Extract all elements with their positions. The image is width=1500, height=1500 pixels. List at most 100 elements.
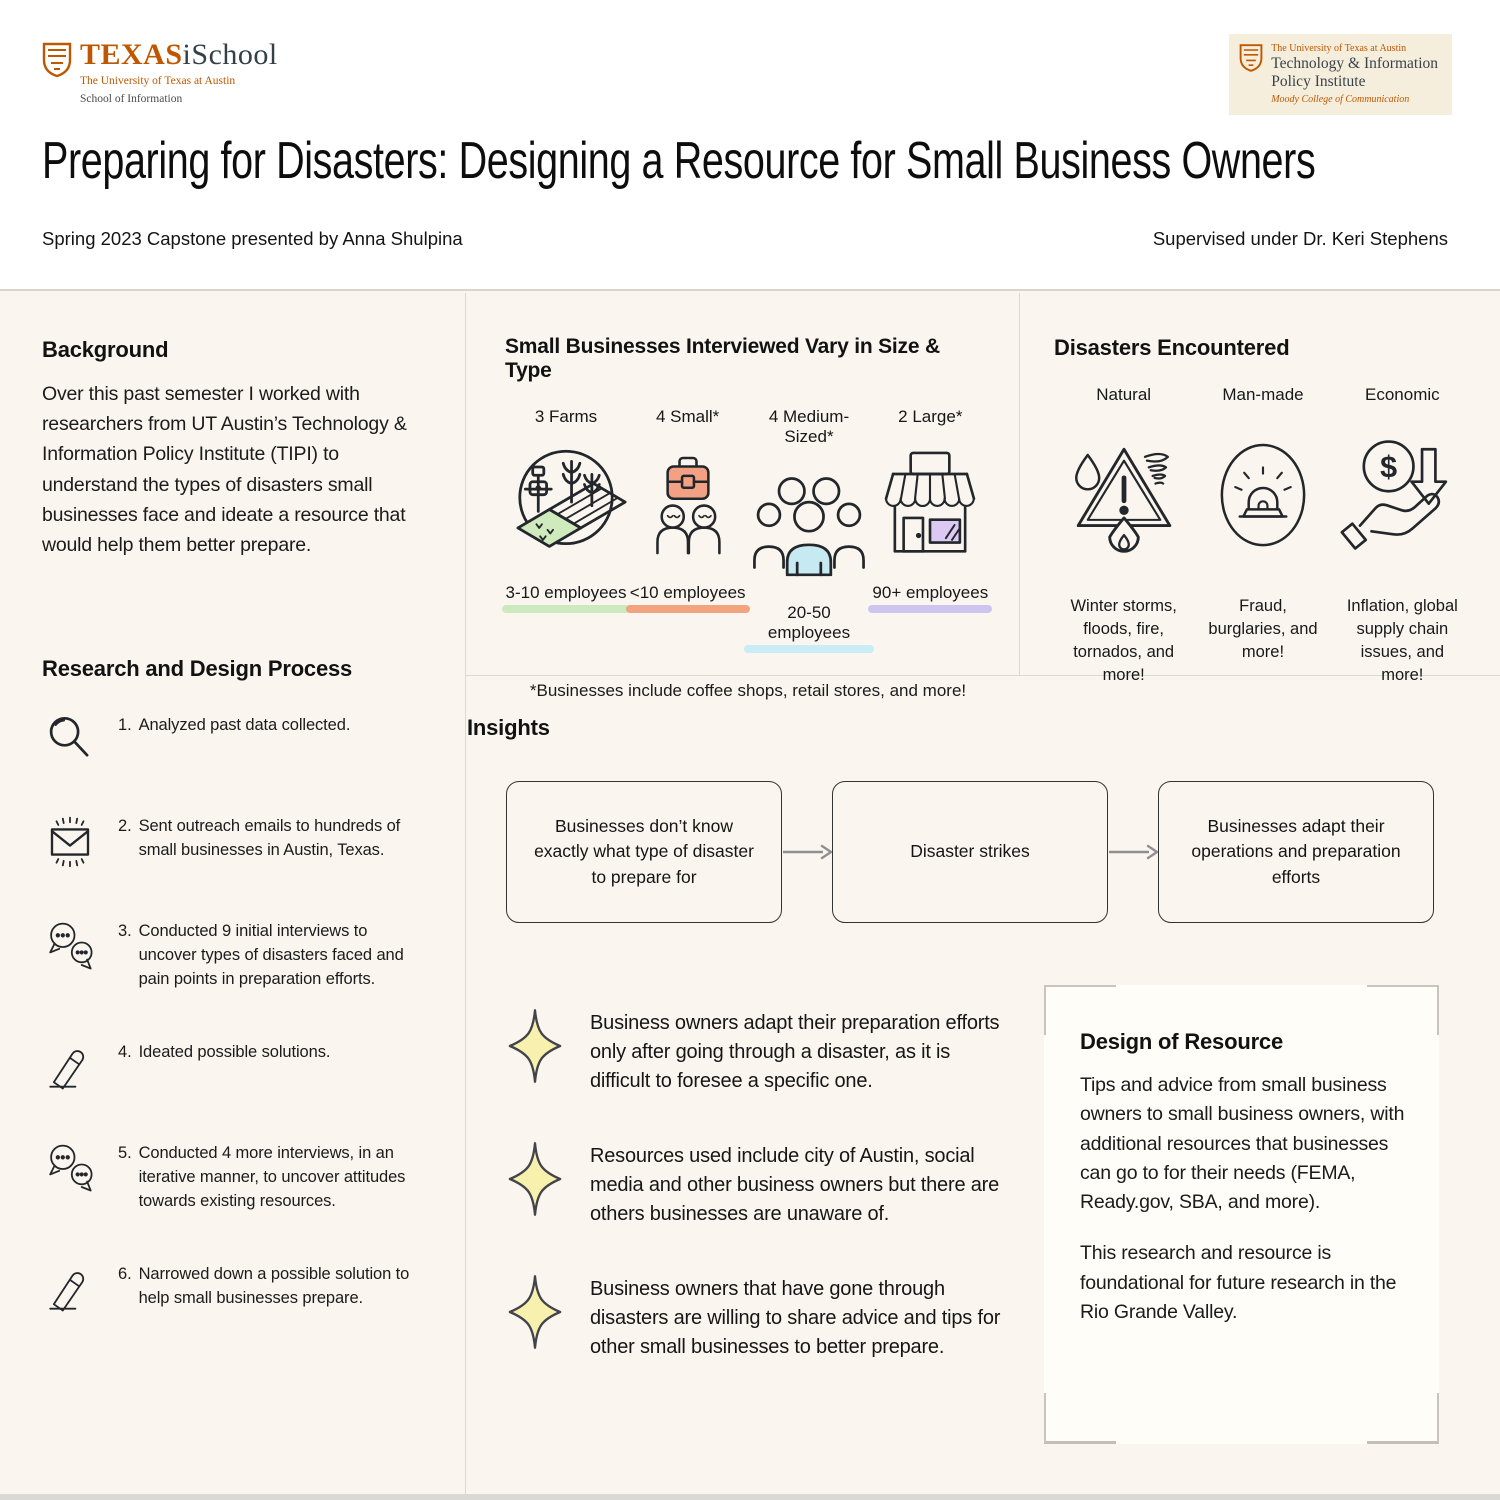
insight-bullet: Resources used include city of Austin, s… <box>506 1136 1046 1229</box>
business-type-farms: 3 Farms <box>501 407 631 643</box>
briefcase-people-icon <box>627 437 748 569</box>
business-type-large: 2 Large* 90+ employees <box>868 407 992 643</box>
insights-section: Insights Businesses don’t know exactly w… <box>467 677 1500 1500</box>
insights-flow: Businesses don’t know exactly what type … <box>506 781 1500 923</box>
process-step-text: 3.Conducted 9 initial interviews to unco… <box>118 922 404 989</box>
insight-bullet: Business owners that have gone through d… <box>506 1269 1046 1362</box>
employee-count-label: <10 employees <box>625 583 750 613</box>
ischool-logo-text: TEXASiSchool The University of Texas at … <box>80 40 278 106</box>
pencil-icon <box>42 1261 98 1315</box>
process-step: 6.Narrowed down a possible solution to h… <box>42 1261 429 1315</box>
flow-box: Businesses don’t know exactly what type … <box>506 781 782 923</box>
tipi-logo-sub: The University of Texas at Austin <box>1271 43 1407 54</box>
flow-box: Businesses adapt their operations and pr… <box>1158 781 1434 923</box>
process-step-text: 6.Narrowed down a possible solution to h… <box>118 1264 410 1307</box>
tipi-logo-text: The University of Texas at Austin Techno… <box>1271 43 1438 106</box>
process-heading: Research and Design Process <box>42 656 353 682</box>
page-title: Preparing for Disasters: Designing a Res… <box>42 132 1316 190</box>
speech-bubbles-icon <box>42 918 98 976</box>
insight-text: Business owners adapt their preparation … <box>590 1012 1000 1092</box>
tipi-logo-line2: Policy Institute <box>1271 73 1366 90</box>
process-steps: 1.Analyzed past data collected. 2.Sent o… <box>42 712 429 1315</box>
process-step: 1.Analyzed past data collected. <box>42 712 429 766</box>
magnifier-icon <box>42 712 98 766</box>
design-heading: Design of Resource <box>1080 1029 1284 1054</box>
business-type-label: 4 Small* <box>656 407 720 426</box>
disaster-type-label: Man-made <box>1222 385 1304 404</box>
insight-bullets: Business owners adapt their preparation … <box>506 1003 1046 1362</box>
frame-corner <box>1044 1393 1116 1444</box>
insight-bullet: Business owners adapt their preparation … <box>506 1003 1046 1096</box>
insights-heading: Insights <box>467 715 550 740</box>
business-type-label: 4 Medium-Sized* <box>768 407 850 446</box>
process-step: 5.Conducted 4 more interviews, in an ite… <box>42 1140 429 1214</box>
process-step-text: 1.Analyzed past data collected. <box>118 716 351 735</box>
background-heading: Background <box>42 337 169 362</box>
pencil-icon <box>42 1039 98 1093</box>
process-section: Research and Design Process 1.Analyzed p… <box>42 656 429 1315</box>
tipi-logo-foot: Moody College of Communication <box>1271 94 1410 105</box>
arrow-right-icon <box>1108 843 1158 861</box>
design-paragraph: Tips and advice from small business owne… <box>1080 1074 1405 1213</box>
disaster-type-label: Economic <box>1365 385 1440 404</box>
storefront-icon <box>870 437 991 569</box>
insight-text: Business owners that have gone through d… <box>590 1278 1001 1358</box>
process-step-text: 2.Sent outreach emails to hundreds of sm… <box>118 817 401 860</box>
sparkle-icon <box>506 1269 564 1355</box>
people-group-icon <box>748 457 869 589</box>
employee-count-label: 20-50 employees <box>744 603 874 653</box>
disasters-heading: Disasters Encountered <box>1054 335 1290 360</box>
subtitle-supervisor: Supervised under Dr. Keri Stephens <box>1152 228 1448 249</box>
process-step-text: 5.Conducted 4 more interviews, in an ite… <box>118 1144 406 1210</box>
sparkle-icon <box>506 1136 564 1222</box>
siren-icon <box>1193 421 1332 571</box>
svg-text:$: $ <box>1380 450 1397 484</box>
businesses-section: Small Businesses Interviewed Vary in Siz… <box>466 293 1020 700</box>
disaster-caption: Winter storms, floods, fire, tornados, a… <box>1070 597 1177 685</box>
background-body: Over this past semester I worked with re… <box>42 383 407 557</box>
ischool-logo: TEXASiSchool The University of Texas at … <box>42 40 278 106</box>
flow-box: Disaster strikes <box>832 781 1108 923</box>
frame-corner <box>1367 1393 1439 1444</box>
businesses-footnote: *Businesses include coffee shops, retail… <box>529 681 967 700</box>
business-type-medium: 4 Medium-Sized* 20-50 <box>744 407 874 653</box>
frame-corner <box>1044 985 1116 1035</box>
mail-icon <box>42 813 98 871</box>
frame-corner <box>1367 985 1439 1035</box>
design-paragraph: This research and resource is foundation… <box>1080 1242 1397 1323</box>
disaster-types: Natural Winter storms, floods, fire, tor… <box>1054 385 1472 687</box>
bottom-edge-bar <box>0 1494 1500 1500</box>
disaster-type-economic: Economic $ Inflation, global supply chai… <box>1333 385 1472 687</box>
ischool-logo-sub1: The University of Texas at Austin <box>80 75 236 87</box>
disaster-type-natural: Natural Winter storms, floods, fire, tor… <box>1054 385 1193 687</box>
insight-text: Resources used include city of Austin, s… <box>590 1145 1000 1225</box>
business-type-label: 2 Large* <box>898 407 963 426</box>
business-type-label: 3 Farms <box>534 407 598 426</box>
employee-count-label: 3-10 employees <box>501 583 631 613</box>
process-step-text: 4.Ideated possible solutions. <box>118 1043 331 1062</box>
disaster-caption: Inflation, global supply chain issues, a… <box>1346 597 1458 685</box>
ischool-logo-sub2: School of Information <box>80 93 183 105</box>
tipi-logo: The University of Texas at Austin Techno… <box>1229 34 1452 115</box>
ischool-logo-wordmark: TEXASiSchool <box>80 38 278 71</box>
tipi-logo-line1: Technology & Information <box>1271 55 1438 72</box>
warning-triangle-icon <box>1054 421 1193 571</box>
speech-bubbles-icon <box>42 1140 98 1198</box>
farm-icon <box>505 437 627 569</box>
disasters-section: Disasters Encountered Natural <box>1020 293 1500 684</box>
employee-count-label: 90+ employees <box>868 583 992 613</box>
ut-shield-icon <box>42 42 72 78</box>
process-step: 2.Sent outreach emails to hundreds of sm… <box>42 813 429 871</box>
header: TEXASiSchool The University of Texas at … <box>0 0 1500 291</box>
arrow-right-icon <box>782 843 832 861</box>
process-step: 3.Conducted 9 initial interviews to unco… <box>42 918 429 992</box>
sparkle-icon <box>506 1003 564 1089</box>
business-types: 3 Farms <box>501 407 992 653</box>
business-type-small: 4 Small* <10 employees <box>625 407 750 643</box>
disaster-type-manmade: Man-made Fraud, burglaries, and more! <box>1193 385 1332 687</box>
dollar-hand-icon: $ <box>1333 421 1472 571</box>
ut-shield-icon <box>1239 43 1263 73</box>
process-step: 4.Ideated possible solutions. <box>42 1039 429 1093</box>
left-column: Background Over this past semester I wor… <box>0 293 466 1500</box>
